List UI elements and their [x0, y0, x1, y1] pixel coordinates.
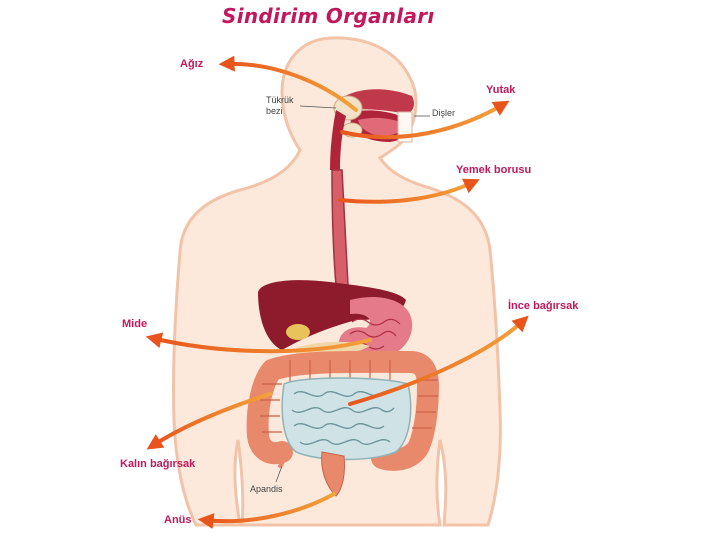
rectum	[321, 451, 345, 497]
arrow-ince-bagirsak	[348, 315, 529, 406]
small-intestine-coils	[291, 391, 395, 445]
label-disler: Dişler	[432, 108, 456, 118]
label-tukruk-line2: bezi	[266, 106, 283, 116]
arrow-mide	[145, 332, 372, 354]
label-anus: Anüs	[164, 514, 192, 526]
diagram-title: Sindirim Organları	[222, 4, 435, 28]
leader-apandis	[275, 465, 283, 483]
label-yemek-borusu: Yemek borusu	[456, 164, 532, 176]
label-yutak: Yutak	[486, 84, 516, 96]
arrow-anus	[197, 492, 336, 530]
label-apandis: Apandis	[250, 484, 283, 494]
label-mide: Mide	[122, 318, 148, 330]
small-intestine	[281, 377, 412, 461]
label-agiz: Ağız	[180, 58, 204, 70]
arrow-yemek-borusu	[338, 178, 480, 204]
arrow-yutak	[340, 100, 510, 140]
pharynx	[330, 110, 346, 170]
gallbladder	[286, 324, 310, 340]
arrow-agiz	[218, 55, 358, 112]
appendix	[278, 448, 286, 468]
label-ince-bagirsak: İnce bağırsak	[508, 300, 579, 312]
label-kalin-bagirsak: Kalın bağırsak	[120, 458, 196, 470]
large-intestine-texture	[260, 360, 438, 433]
tongue	[358, 117, 404, 136]
label-tukruk-line1: Tükrük	[266, 95, 294, 105]
arrow-kalin-bagirsak	[146, 392, 272, 450]
leader-tukruk	[299, 105, 337, 109]
